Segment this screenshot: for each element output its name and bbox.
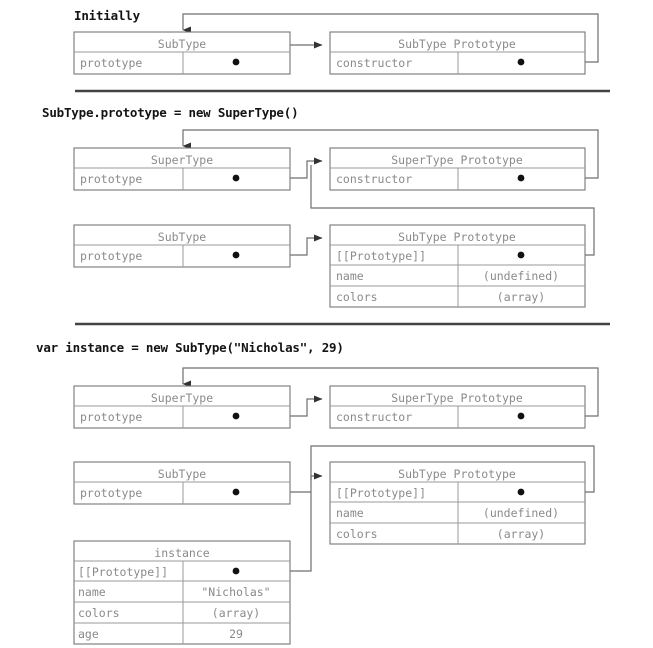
row-key: constructor — [336, 172, 412, 186]
pointer-dot — [232, 412, 240, 420]
row-value: "Nicholas" — [201, 585, 270, 599]
row-key: name — [336, 506, 364, 520]
box-s3-supertype: SuperType prototype — [73, 385, 291, 429]
box-s3-instance: instance [[Prototype]] name "Nicholas" c… — [73, 540, 291, 645]
row-key: age — [78, 627, 99, 641]
pointer-dot — [517, 174, 525, 182]
box-header: SubType Prototype — [398, 230, 516, 244]
pointer-dot — [232, 58, 240, 66]
row-key: name — [78, 585, 106, 599]
row-value: (undefined) — [483, 269, 559, 283]
box-s3-supertype-prototype: SuperType Prototype constructor — [329, 385, 586, 429]
pointer-dot — [517, 488, 525, 496]
box-header: SubType — [158, 467, 207, 481]
box-header: SubType Prototype — [398, 37, 516, 51]
box-s3-subtype: SubType prototype — [73, 461, 291, 505]
section-label-prototype-assign: SubType.prototype = new SuperType() — [42, 105, 298, 120]
pointer-dot — [517, 251, 525, 259]
box-header: SubType Prototype — [398, 467, 516, 481]
box-header: instance — [154, 546, 209, 560]
box-header: SuperType Prototype — [391, 391, 523, 405]
box-s2-supertype: SuperType prototype — [73, 147, 291, 191]
row-value: 29 — [229, 627, 243, 641]
pointer-dot — [517, 58, 525, 66]
box-header: SuperType Prototype — [391, 153, 523, 167]
pointer-dot — [232, 251, 240, 259]
box-header: SubType — [158, 230, 207, 244]
box-s1-subtype-prototype: SubType Prototype constructor — [329, 31, 586, 75]
row-value: (array) — [497, 290, 545, 304]
box-header: SubType — [158, 37, 207, 51]
row-key: colors — [336, 290, 378, 304]
row-key: prototype — [80, 249, 142, 263]
section-label-instance-create: var instance = new SubType("Nicholas", 2… — [36, 340, 344, 355]
row-key: prototype — [80, 486, 142, 500]
row-key: [[Prototype]] — [336, 486, 426, 500]
box-s2-subtype-prototype: SubType Prototype [[Prototype]] name (un… — [329, 224, 586, 308]
box-header: SuperType — [151, 391, 213, 405]
pointer-dot — [232, 488, 240, 496]
row-key: name — [336, 269, 364, 283]
row-key: [[Prototype]] — [78, 565, 168, 579]
row-key: prototype — [80, 56, 142, 70]
row-value: (undefined) — [483, 506, 559, 520]
box-header: SuperType — [151, 153, 213, 167]
box-s3-subtype-prototype: SubType Prototype [[Prototype]] name (un… — [329, 461, 586, 545]
pointer-dot — [232, 567, 240, 575]
pointer-dot — [517, 412, 525, 420]
row-key: constructor — [336, 410, 412, 424]
row-key: colors — [336, 527, 378, 541]
row-value: (array) — [212, 606, 260, 620]
row-key: colors — [78, 606, 120, 620]
box-s1-subtype: SubType prototype — [73, 31, 291, 75]
row-value: (array) — [497, 527, 545, 541]
row-key: [[Prototype]] — [336, 249, 426, 263]
pointer-dot — [232, 174, 240, 182]
row-key: prototype — [80, 172, 142, 186]
row-key: prototype — [80, 410, 142, 424]
box-s2-subtype: SubType prototype — [73, 224, 291, 268]
section-label-initially: Initially — [74, 8, 141, 23]
row-key: constructor — [336, 56, 412, 70]
box-s2-supertype-prototype: SuperType Prototype constructor — [329, 147, 586, 191]
